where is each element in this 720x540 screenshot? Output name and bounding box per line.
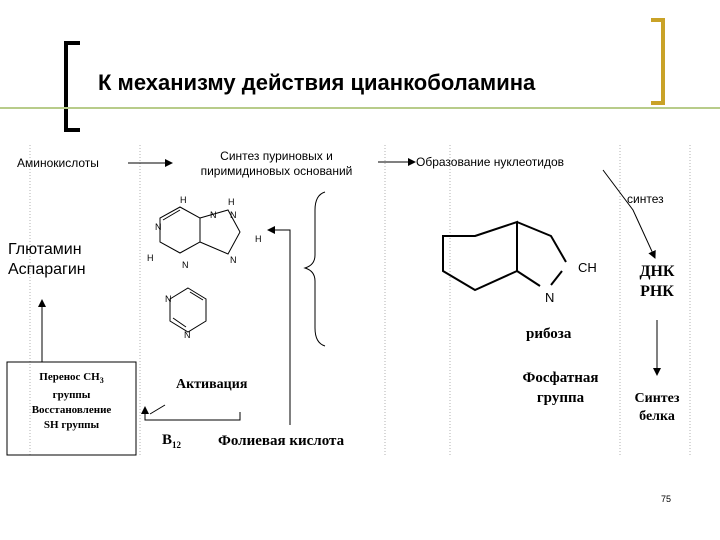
label-nucleic-acids: ДНК РНК — [632, 262, 682, 302]
atom-purine-n-bottom1: N — [182, 260, 189, 270]
atom-pyrimidine-n1: N — [165, 294, 172, 304]
label-b12-sub: 12 — [172, 440, 182, 450]
atom-purine-h-top1: H — [180, 195, 187, 205]
arrow-b12 — [149, 404, 166, 415]
label-purine-synthesis: Синтез пуриновых и пиримидиновых основан… — [174, 149, 379, 179]
label-protein-synthesis: Синтез белка — [627, 390, 687, 426]
page-number: 75 — [661, 494, 672, 504]
atom-purine-n-bottom2: N — [230, 255, 237, 265]
atom-pyrimidine-n2: N — [184, 330, 191, 340]
atom-ribose-n: N — [545, 290, 555, 305]
transfer-box-line1-sub: 3 — [99, 376, 104, 386]
label-synthesis: синтез — [627, 192, 664, 206]
purine-structure — [159, 206, 241, 255]
atom-purine-h-left: H — [147, 253, 154, 263]
label-protein-synthesis-line2: белка — [639, 409, 675, 424]
left-bracket — [64, 41, 80, 132]
label-amino-acids: Аминокислоты — [17, 156, 99, 170]
transfer-box — [6, 361, 137, 456]
transfer-box-line4: SH группы — [43, 419, 100, 432]
transfer-box-line2: группы — [52, 389, 91, 402]
pyrimidine-structure — [169, 287, 207, 333]
transfer-box-line1-main: Перенос СН — [39, 371, 100, 383]
arrow-folic-to-purine — [267, 226, 291, 425]
background-grid — [29, 145, 691, 455]
label-folic-acid: Фолиевая кислота — [218, 433, 345, 449]
arrow-activation — [141, 406, 241, 421]
label-ribose: рибоза — [526, 326, 572, 342]
ribose-structure — [442, 220, 567, 292]
label-rna: РНК — [640, 283, 674, 300]
label-b12: В12 — [162, 432, 181, 450]
page-title: К механизму действия цианкоболамина — [98, 70, 536, 95]
arrow-nucleotides-to-dna — [602, 169, 656, 259]
label-purine-synthesis-line1: Синтез пуриновых и — [220, 149, 333, 163]
label-nucleotide-formation: Образование нуклеотидов — [416, 155, 565, 169]
label-phosphate: Фосфатная группа — [508, 368, 613, 408]
atom-purine-n-top: N — [230, 210, 237, 220]
atom-purine-n-left: N — [155, 222, 162, 232]
atom-ribose-ch: CH — [578, 260, 597, 275]
transfer-box-line1: Перенос СН3 — [9, 370, 134, 388]
label-asparagine: Аспарагин — [8, 261, 86, 278]
label-glutamine: Глютамин — [8, 241, 82, 258]
label-phosphate-line1: Фосфатная — [522, 370, 599, 386]
atom-purine-n-right: N — [210, 210, 217, 220]
curly-brace — [303, 191, 326, 347]
label-b12-main: В — [162, 432, 173, 448]
right-bracket — [651, 18, 665, 105]
label-activation: Активация — [176, 377, 248, 392]
label-purine-synthesis-line2: пиримидиновых оснований — [200, 164, 353, 178]
atom-purine-h-right: H — [255, 234, 262, 244]
label-protein-synthesis-line1: Синтез — [634, 391, 680, 406]
label-dna: ДНК — [639, 263, 675, 280]
label-phosphate-line2: группа — [536, 390, 585, 406]
label-amino-names: Глютамин Аспарагин — [8, 240, 86, 280]
atom-purine-h-top2: H — [228, 197, 235, 207]
transfer-box-line3: Восстановление — [31, 404, 112, 417]
transfer-box-text: Перенос СН3 группы Восстановление SH гру… — [9, 370, 134, 433]
